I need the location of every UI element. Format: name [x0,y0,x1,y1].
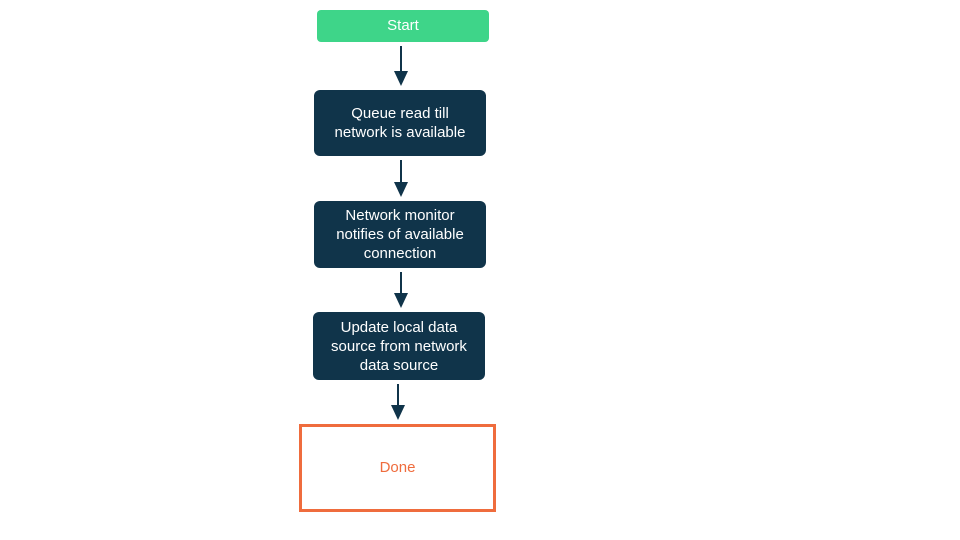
flow-arrow-step2-to-step3 [391,272,411,308]
flow-arrow-start-to-step1 [391,46,411,86]
flow-node-done[interactable]: Done [299,424,496,512]
flow-arrow-step3-to-done [388,384,408,420]
flow-node-start-label: Start [387,17,419,34]
flow-node-queue-read-label: Queue read till network is available [334,105,466,141]
flow-node-network-monitor[interactable]: Network monitor notifies of available co… [314,201,486,268]
flow-node-queue-read[interactable]: Queue read till network is available [314,90,486,156]
flow-node-start[interactable]: Start [317,10,489,42]
flow-node-done-label: Done [379,459,416,476]
flow-arrow-step1-to-step2 [391,160,411,197]
flow-node-network-monitor-label: Network monitor notifies of available co… [336,207,464,262]
flow-node-update-local-data-source[interactable]: Update local data source from network da… [313,312,485,380]
flow-node-update-local-data-source-label: Update local data source from network da… [331,318,467,374]
